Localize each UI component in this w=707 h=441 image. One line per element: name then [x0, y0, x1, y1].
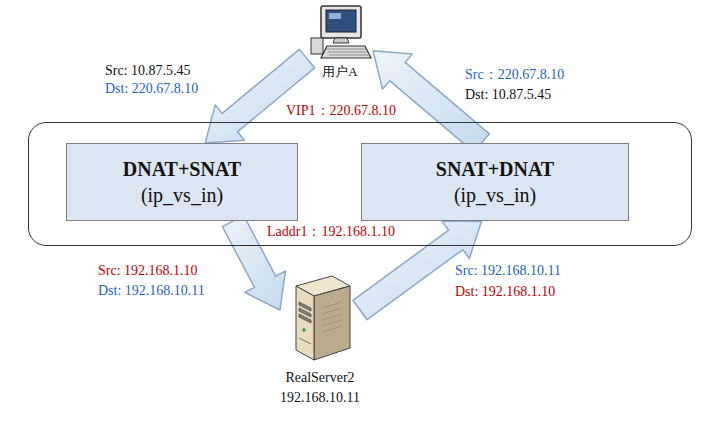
- packet-address: Src: 10.87.5.45: [105, 62, 191, 80]
- packet-address: Src: 192.168.1.10: [98, 262, 198, 280]
- box-text: (ip_vs_in): [454, 182, 536, 208]
- process-box: SNAT+DNAT(ip_vs_in): [361, 143, 629, 221]
- flow-arrow: [205, 49, 314, 143]
- packet-address: Dst: 10.87.5.45: [465, 86, 551, 104]
- node-caption: 192.168.10.11: [280, 388, 360, 408]
- lvs-director-band: VIP1：220.67.8.10Laddr1：192.168.1.10DNAT+…: [28, 122, 692, 246]
- packet-address: Src: 192.168.10.11: [455, 262, 561, 280]
- packet-address: Dst: 220.67.8.10: [105, 80, 198, 98]
- server-icon: [282, 268, 358, 364]
- process-box: DNAT+SNAT(ip_vs_in): [66, 143, 298, 221]
- packet-address: Src：220.67.8.10: [465, 66, 564, 84]
- box-text: (ip_vs_in): [141, 182, 223, 208]
- box-text: SNAT+DNAT: [436, 156, 554, 182]
- packet-address: Dst: 192.168.10.11: [98, 282, 205, 300]
- address-label: Laddr1：192.168.1.10: [265, 224, 397, 240]
- node-caption: 用户A: [307, 62, 373, 82]
- box-text: DNAT+SNAT: [123, 156, 241, 182]
- node-caption: RealServer2: [280, 368, 360, 388]
- client-node: 用户A: [307, 4, 373, 82]
- server-node: RealServer2192.168.10.11: [280, 268, 360, 408]
- packet-address: Dst: 192.168.1.10: [455, 283, 555, 301]
- computer-icon: [307, 4, 373, 62]
- address-label: VIP1：220.67.8.10: [284, 103, 398, 119]
